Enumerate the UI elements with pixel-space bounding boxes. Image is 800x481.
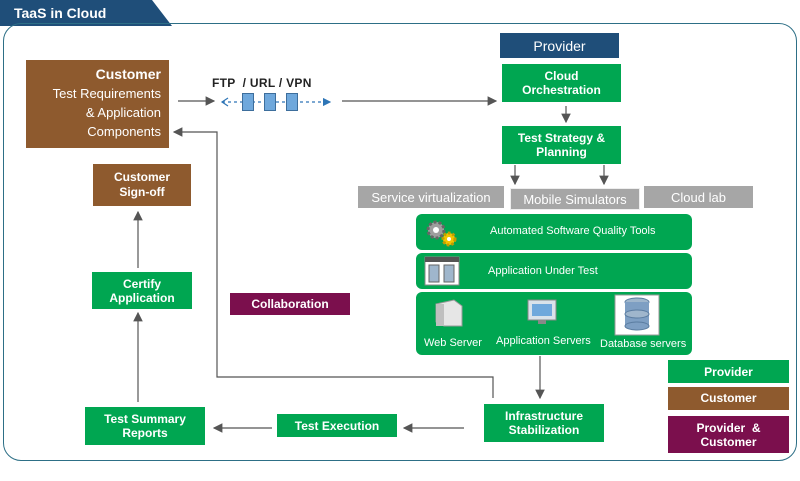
arrow-collaboration-loop: [172, 127, 494, 398]
transfer-label: FTP / URL / VPN: [212, 76, 312, 90]
database-servers-label: Database servers: [600, 338, 687, 350]
data-packet-icon: [242, 93, 254, 111]
legend-provider: Provider: [668, 360, 789, 383]
certify-application-box: Certify Application: [92, 272, 192, 309]
env-service-virtualization: Service virtualization: [358, 186, 504, 208]
legend-provider-and-customer: Provider & Customer: [668, 416, 789, 453]
application-servers-label: Application Servers: [496, 335, 591, 347]
customer-title: Customer: [95, 66, 161, 82]
test-summary-reports-box: Test Summary Reports: [85, 407, 205, 445]
data-packet-icon: [264, 93, 276, 111]
quality-tools-layer: Automated Software Quality Tools: [416, 214, 692, 250]
diagram-title: TaaS in Cloud: [0, 0, 172, 26]
web-server-icon: [435, 299, 463, 327]
database-server-icon: [614, 294, 660, 336]
legend-customer: Customer: [668, 387, 789, 410]
collaboration-label: Collaboration: [230, 293, 350, 315]
application-under-test-layer: Application Under Test: [416, 253, 692, 289]
quality-tools-label: Automated Software Quality Tools: [490, 225, 656, 237]
servers-layer: Web Server Application Servers Database …: [416, 292, 692, 355]
env-cloud-lab: Cloud lab: [644, 186, 753, 208]
diagram-frame: [3, 23, 797, 461]
application-server-icon: [527, 299, 557, 324]
customer-signoff-box: Customer Sign-off: [93, 164, 191, 206]
test-execution-box: Test Execution: [277, 414, 397, 437]
env-mobile-simulators: Mobile Simulators: [510, 188, 640, 210]
application-under-test-label: Application Under Test: [488, 265, 598, 277]
customer-desc-line: & Application: [85, 105, 161, 120]
test-strategy-box: Test Strategy & Planning: [502, 126, 621, 164]
data-packet-icon: [286, 93, 298, 111]
gears-icon: [426, 220, 457, 247]
customer-requirements-box: Customer Test Requirements & Application…: [26, 60, 169, 148]
customer-description: Test Requirements & Application Componen…: [26, 84, 161, 141]
web-server-label: Web Server: [424, 337, 482, 349]
application-window-icon: [424, 256, 460, 286]
customer-desc-line: Test Requirements: [52, 86, 161, 101]
provider-header: Provider: [500, 33, 619, 58]
infrastructure-stabilization-box: Infrastructure Stabilization: [484, 404, 604, 442]
cloud-orchestration-box: Cloud Orchestration: [502, 64, 621, 102]
customer-desc-line: Components: [87, 124, 161, 139]
